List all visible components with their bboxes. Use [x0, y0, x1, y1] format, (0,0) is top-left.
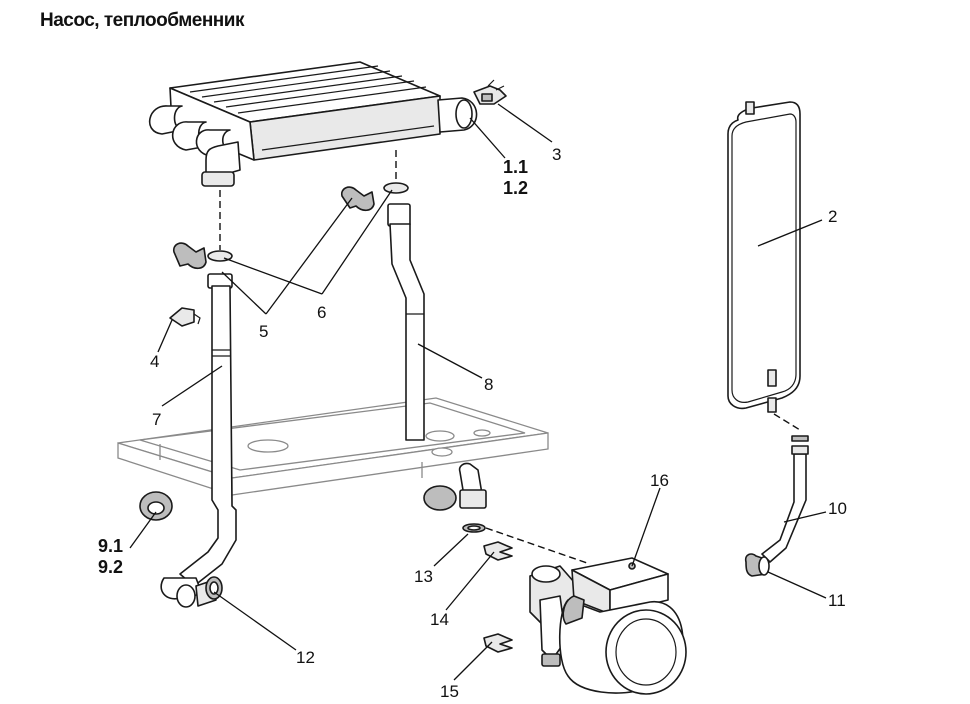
label-13: 13: [414, 567, 433, 586]
expansion-vessel: [727, 101, 801, 413]
label-7: 7: [152, 410, 161, 429]
assembly-line-pump: [485, 527, 591, 565]
label-1-1: 1.1: [503, 157, 528, 177]
plug-right: [423, 485, 457, 511]
clip-15: [483, 633, 513, 653]
gasket-12: [205, 576, 223, 600]
clip-14: [483, 541, 513, 561]
label-16: 16: [650, 471, 669, 490]
pipe-10: [761, 413, 809, 563]
leader-lines: [129, 103, 827, 681]
sensor-4: [169, 307, 201, 327]
label-9-1: 9.1: [98, 536, 123, 556]
label-8: 8: [484, 375, 493, 394]
label-1-2: 1.2: [503, 178, 528, 198]
pipe-7: [160, 190, 237, 608]
label-9-2: 9.2: [98, 557, 123, 577]
part-labels: 1.1 1.2 3 2 4 5 6 7 8 9.1 9.2 10 11 12 1…: [98, 145, 847, 701]
clip-6: [340, 186, 375, 212]
sensor-3: [473, 79, 507, 105]
label-2: 2: [828, 207, 837, 226]
label-6: 6: [317, 303, 326, 322]
pump-nipple: [458, 462, 487, 509]
pipe-8: [383, 150, 425, 441]
label-15: 15: [440, 682, 459, 701]
fitting-11: [744, 553, 770, 577]
label-11: 11: [828, 591, 846, 610]
label-10: 10: [828, 499, 847, 518]
pump-16: [529, 557, 687, 695]
page-title: Насос, теплообменник: [40, 10, 244, 31]
label-3: 3: [552, 145, 561, 164]
label-12: 12: [296, 648, 315, 667]
plug-9: [139, 491, 173, 521]
label-4: 4: [150, 352, 159, 371]
label-5: 5: [259, 322, 268, 341]
heat-exchanger: [148, 61, 478, 187]
oring-13: [462, 523, 486, 533]
label-14: 14: [430, 610, 449, 629]
clip-5: [172, 242, 207, 270]
